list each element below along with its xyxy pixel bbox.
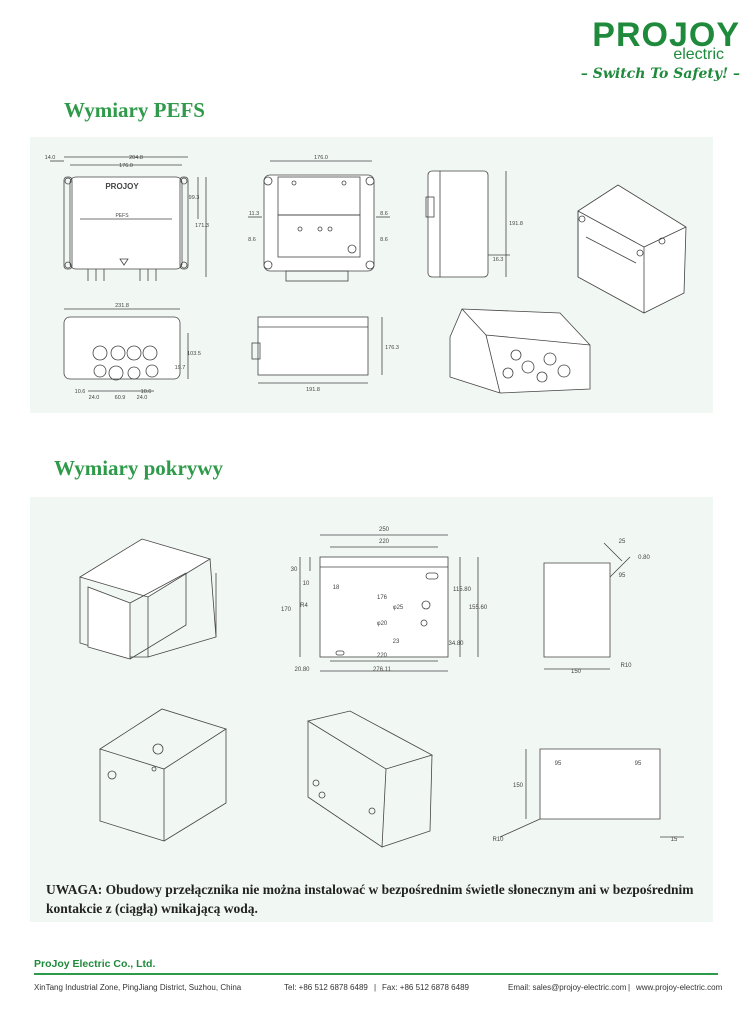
footer-company: ProJoy Electric Co., Ltd. — [34, 958, 156, 970]
dim-label: 191.8 — [509, 221, 523, 227]
footer-divider — [34, 973, 718, 975]
footer-sep-2: | — [628, 983, 631, 992]
dim-label: 23 — [393, 639, 400, 645]
dim-label: 155.60 — [469, 605, 488, 611]
footer-fax: Fax: +86 512 6878 6489 — [382, 983, 469, 992]
dim-label: 115.80 — [453, 587, 472, 593]
cover-front-drawing — [299, 534, 479, 672]
dim-label: 176.0 — [314, 155, 328, 161]
dim-label: 24.0 — [89, 395, 100, 401]
dim-label: 11.3 — [249, 211, 259, 217]
front-label: PEFS — [115, 213, 129, 219]
dim-label: 30 — [291, 567, 298, 573]
pefs-back-view — [248, 160, 390, 282]
dim-label: 220 — [379, 539, 390, 545]
dim-label: 20.80 — [294, 667, 310, 673]
dim-label: 14.0 — [45, 155, 56, 161]
cover-side-drawing — [543, 542, 631, 670]
dim-label: 150 — [571, 669, 582, 675]
footer-web[interactable]: www.projoy-electric.com — [636, 983, 723, 992]
dim-label: R10 — [492, 837, 504, 843]
dim-label: 60.9 — [115, 395, 126, 401]
footer-phone: Tel: +86 512 6878 6489 — [284, 983, 368, 992]
cover-drawings-panel: 250 220 30 10 18 R4 170 176 φ25 φ20 23 2… — [30, 497, 713, 922]
pefs-side-view — [425, 170, 510, 278]
dim-label: 25 — [619, 539, 626, 545]
dim-label: R4 — [300, 603, 308, 609]
pefs-drawings-panel: 204.8 176.0 14.0 99.3 171.3 PEFS PROJOY … — [30, 137, 713, 413]
dim-label: 95 — [619, 573, 626, 579]
dim-label: 170 — [281, 607, 292, 613]
dim-label: 176 — [377, 595, 388, 601]
dim-label: 10.6 — [141, 389, 152, 395]
dim-label: 0.80 — [638, 555, 650, 561]
dim-label: 176.3 — [385, 345, 399, 351]
dim-label: 95 — [635, 761, 642, 767]
cover-wire-view-1 — [99, 708, 227, 842]
dim-label: 16.3 — [493, 257, 504, 263]
dim-label: 18 — [333, 585, 340, 591]
brand-logo: PROJOY electric – Switch To Safety! – — [560, 18, 740, 82]
pefs-front-view — [50, 156, 207, 281]
dim-label: φ25 — [393, 605, 404, 611]
dim-label: R10 — [620, 663, 632, 669]
dim-label: 220 — [377, 653, 388, 659]
dim-label: 8.6 — [248, 237, 256, 243]
pefs-drawings: 204.8 176.0 14.0 99.3 171.3 PEFS PROJOY … — [45, 155, 687, 401]
cover-drawings: 250 220 30 10 18 R4 170 176 φ25 φ20 23 2… — [79, 527, 684, 848]
cover-3d-view — [79, 538, 217, 660]
footer-email[interactable]: Email: sales@projoy-electric.com — [508, 983, 627, 992]
warning-text: Obudowy przełącznika nie można instalowa… — [46, 882, 694, 916]
pefs-3d-bottom-view — [449, 308, 591, 394]
pefs-bottom-view — [63, 308, 189, 392]
cover-wire-view-2 — [306, 710, 434, 848]
front-brand: PROJOY — [105, 182, 139, 191]
cover-side-drawing-2 — [499, 748, 684, 838]
dim-label: φ20 — [377, 621, 388, 627]
brand-name: PROJOY — [592, 16, 740, 54]
dim-label: 191.8 — [306, 387, 320, 393]
dim-label: 95 — [555, 761, 562, 767]
dim-label: 19.7 — [175, 365, 186, 371]
dim-label: 10 — [303, 581, 310, 587]
warning-note: UWAGA: Obudowy przełącznika nie można in… — [46, 880, 726, 918]
dim-label: 99.3 — [189, 195, 200, 201]
dim-label: 231.8 — [115, 303, 129, 309]
dim-label: 103.5 — [187, 351, 201, 357]
dim-label: 276.11 — [373, 667, 392, 673]
footer-sep-1: | — [374, 983, 377, 992]
dim-label: 250 — [379, 527, 390, 533]
dim-label: 204.8 — [129, 155, 143, 161]
warning-label: UWAGA: — [46, 882, 103, 897]
dim-label: 24.0 — [137, 395, 148, 401]
dim-label: 34.80 — [448, 641, 464, 647]
brand-sub: electric — [673, 46, 724, 63]
section-title-cover: Wymiary pokrywy — [54, 456, 223, 480]
brand-tagline: – Switch To Safety! – — [580, 66, 740, 82]
dim-label: 10.6 — [75, 389, 86, 395]
dim-label: 15 — [671, 837, 678, 843]
pefs-3d-view — [577, 184, 687, 314]
dim-label: 8.6 — [380, 237, 388, 243]
dim-label: 171.3 — [195, 223, 209, 229]
footer-address: XinTang Industrial Zone, PingJiang Distr… — [34, 983, 242, 992]
pefs-bottom-side-view — [251, 316, 383, 384]
dim-label: 8.6 — [380, 211, 388, 217]
section-title-pefs: Wymiary PEFS — [64, 98, 205, 122]
dim-label: 176.0 — [119, 163, 133, 169]
dim-label: 150 — [513, 783, 524, 789]
